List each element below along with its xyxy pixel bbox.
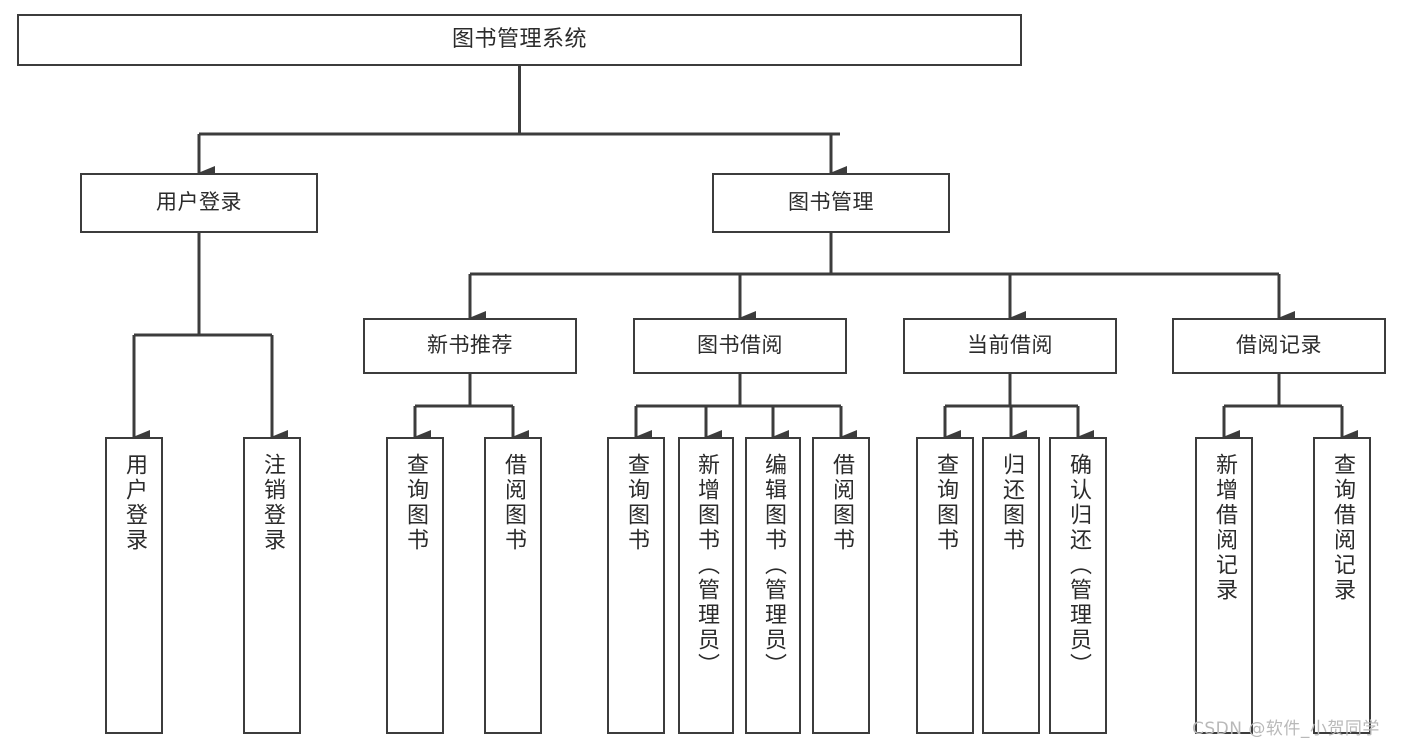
leaf-borrow-book-recommend[interactable]: 借阅图书 <box>484 437 542 734</box>
leaf-borrow-book[interactable]: 借阅图书 <box>812 437 870 734</box>
node-new-book-recommend[interactable]: 新书推荐 <box>363 318 577 374</box>
leaf-label: 编辑图书（管理员） <box>761 453 786 678</box>
node-borrow-record-label: 借阅记录 <box>1236 333 1322 358</box>
node-book-management-label: 图书管理 <box>788 190 874 215</box>
leaf-edit-book-admin[interactable]: 编辑图书（管理员） <box>745 437 801 734</box>
leaf-label: 确认归还（管理员） <box>1066 453 1091 678</box>
leaf-add-borrow-record[interactable]: 新增借阅记录 <box>1195 437 1253 734</box>
leaf-label: 查询图书 <box>403 453 428 553</box>
leaf-confirm-return-admin[interactable]: 确认归还（管理员） <box>1049 437 1107 734</box>
leaf-label: 借阅图书 <box>829 453 854 553</box>
leaf-return-book[interactable]: 归还图书 <box>982 437 1040 734</box>
leaf-label: 注销登录 <box>260 453 285 553</box>
leaf-label: 新增图书（管理员） <box>694 453 719 678</box>
node-book-borrow-label: 图书借阅 <box>697 333 783 358</box>
leaf-label: 查询图书 <box>933 453 958 553</box>
node-book-borrow[interactable]: 图书借阅 <box>633 318 847 374</box>
node-root-label: 图书管理系统 <box>451 26 587 52</box>
leaf-query-book-current[interactable]: 查询图书 <box>916 437 974 734</box>
leaf-label: 归还图书 <box>999 453 1024 553</box>
node-root[interactable]: 图书管理系统 <box>17 14 1022 66</box>
leaf-query-book-borrow[interactable]: 查询图书 <box>607 437 665 734</box>
leaf-label: 新增借阅记录 <box>1212 453 1237 603</box>
node-new-book-recommend-label: 新书推荐 <box>427 333 513 358</box>
node-user-login[interactable]: 用户登录 <box>80 173 318 233</box>
leaf-label: 借阅图书 <box>501 453 526 553</box>
leaf-label: 查询图书 <box>624 453 649 553</box>
node-current-borrow[interactable]: 当前借阅 <box>903 318 1117 374</box>
leaf-label: 查询借阅记录 <box>1330 453 1355 603</box>
watermark: CSDN @软件_小贺同学 <box>1192 719 1380 739</box>
leaf-logout-login[interactable]: 注销登录 <box>243 437 301 734</box>
leaf-label: 用户登录 <box>122 453 147 553</box>
node-current-borrow-label: 当前借阅 <box>967 333 1053 358</box>
leaf-query-borrow-record[interactable]: 查询借阅记录 <box>1313 437 1371 734</box>
leaf-user-login[interactable]: 用户登录 <box>105 437 163 734</box>
node-borrow-record[interactable]: 借阅记录 <box>1172 318 1386 374</box>
node-book-management[interactable]: 图书管理 <box>712 173 950 233</box>
leaf-query-book-recommend[interactable]: 查询图书 <box>386 437 444 734</box>
node-user-login-label: 用户登录 <box>156 190 242 215</box>
leaf-add-book-admin[interactable]: 新增图书（管理员） <box>678 437 734 734</box>
